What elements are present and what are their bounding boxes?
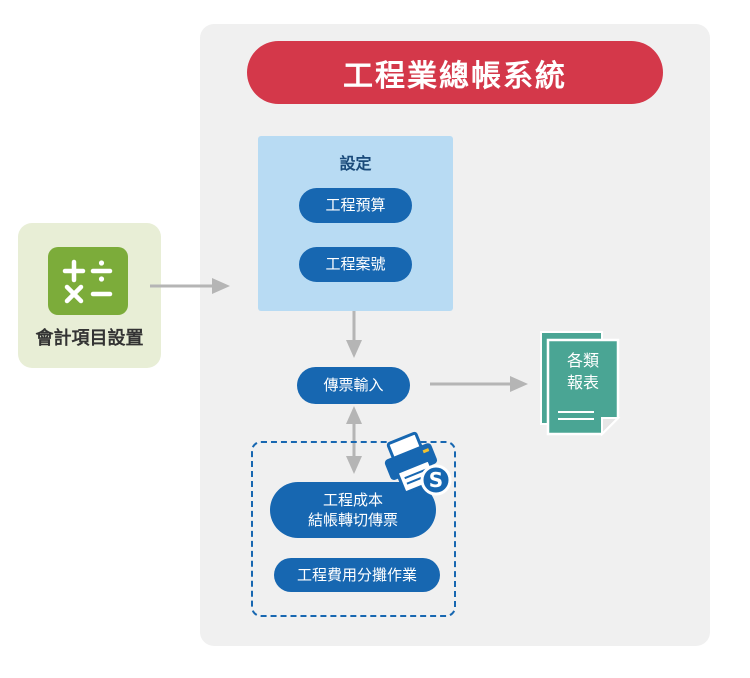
- batch-process-group: [251, 441, 456, 617]
- cost-closing-voucher-button[interactable]: 工程成本 結帳轉切傳票: [270, 482, 436, 538]
- arrow-voucher-batch-bidirectional: [346, 406, 362, 474]
- documents-icon: [540, 331, 621, 437]
- settings-title: 設定: [339, 154, 372, 173]
- accounting-setup-label: 會計項目設置: [35, 328, 144, 349]
- reports-label: 各類 報表: [566, 351, 599, 392]
- expense-allocation-button[interactable]: 工程費用分攤作業: [274, 558, 440, 592]
- arrow-voucher-to-reports: [430, 376, 528, 392]
- arrow-settings-to-voucher: [346, 308, 362, 358]
- arrow-setup-to-settings: [150, 278, 230, 294]
- printer-schedule-icon: S: [384, 431, 452, 496]
- calculator-icon: [48, 247, 128, 315]
- svg-text:S: S: [429, 468, 443, 492]
- project-budget-button[interactable]: 工程預算: [299, 188, 412, 223]
- system-title-banner: 工程業總帳系統: [247, 41, 663, 104]
- voucher-input-button[interactable]: 傳票輸入: [297, 367, 410, 404]
- project-case-number-button[interactable]: 工程案號: [299, 247, 412, 282]
